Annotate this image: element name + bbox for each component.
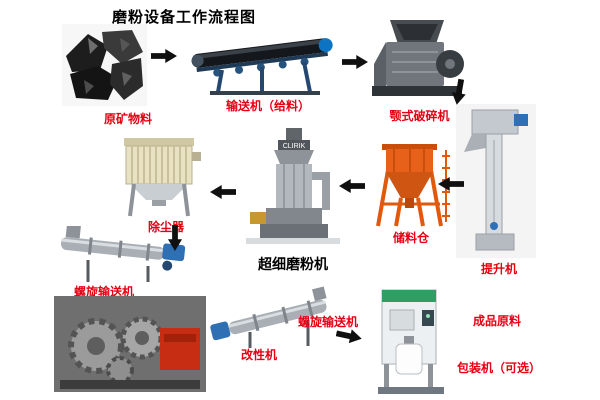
label-bucket-elevator: 提升机 bbox=[480, 262, 517, 276]
screw-conveyor-bottom-photo bbox=[210, 286, 334, 352]
label-screw-conveyor-left: 螺旋输送机 bbox=[73, 285, 134, 299]
bucket-elevator-photo bbox=[456, 104, 536, 258]
screw-conveyor-left-photo bbox=[56, 223, 190, 286]
jaw-crusher-photo bbox=[366, 14, 468, 106]
label-storage-silo: 储料仓 bbox=[392, 231, 429, 245]
diagram-title: 磨粉设备工作流程图 bbox=[112, 9, 257, 26]
arrow-ore-to-conveyor bbox=[151, 48, 177, 64]
dust-collector-photo bbox=[114, 132, 204, 220]
grinding-mill-photo: CLIRIK bbox=[246, 124, 340, 254]
label-raw-ore: 原矿物料 bbox=[103, 112, 152, 126]
packing-machine-photo bbox=[366, 286, 456, 396]
label-feeder-conveyor: 输送机（给料） bbox=[225, 99, 310, 113]
label-jaw-crusher: 颚式破碎机 bbox=[389, 109, 450, 123]
label-finished-product: 成品原料 bbox=[472, 314, 521, 328]
arrow-mill-to-dust-collector bbox=[210, 184, 236, 200]
arrow-silo-to-mill bbox=[339, 178, 365, 194]
label-packing-machine: 包装机（可选） bbox=[456, 361, 541, 375]
raw-ore-photo bbox=[62, 24, 147, 106]
label-grinding-mill: 超细磨粉机 bbox=[258, 256, 328, 272]
modifier-machine-photo bbox=[54, 296, 206, 392]
arrow-conveyor-to-crusher bbox=[342, 54, 368, 70]
mill-brand-text: CLIRIK bbox=[283, 143, 306, 150]
belt-conveyor-photo bbox=[186, 20, 338, 96]
label-modifier: 改性机 bbox=[240, 348, 277, 362]
label-screw-conveyor-bottom: 螺旋输送机 bbox=[297, 315, 358, 329]
storage-silo-photo bbox=[366, 140, 453, 230]
